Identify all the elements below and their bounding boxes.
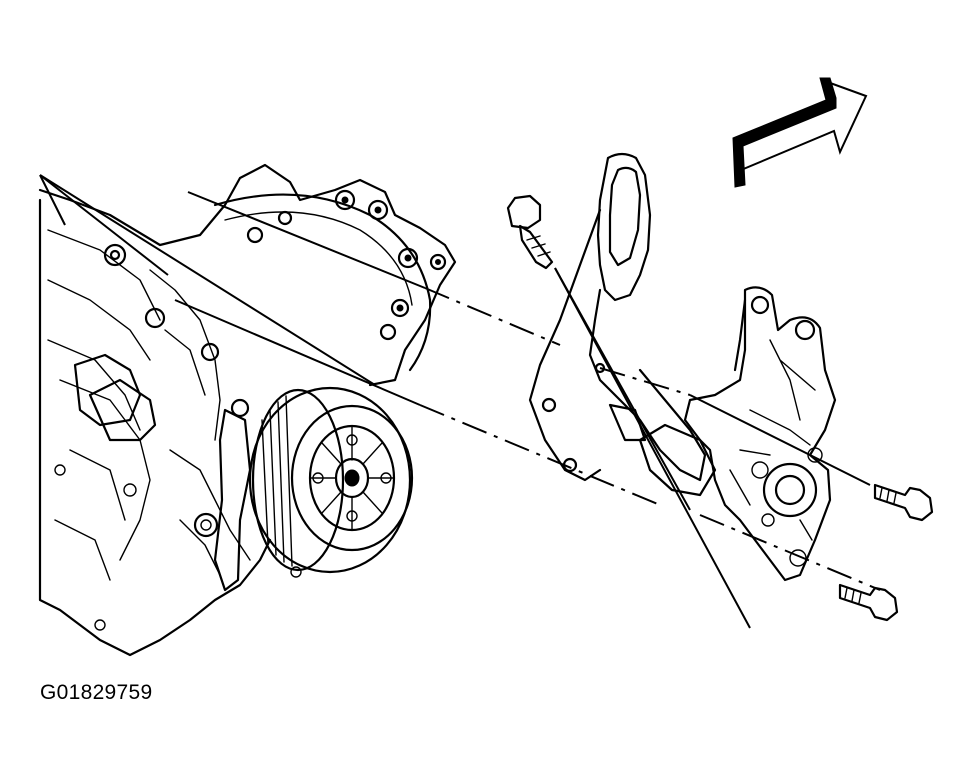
crankshaft-pulley [248, 386, 414, 574]
lower-bolt [838, 583, 899, 622]
direction-arrow-icon [732, 77, 868, 188]
leader-lines-left [39, 174, 376, 386]
long-bolt [506, 194, 751, 629]
alignment-lines [174, 191, 881, 591]
upper-bolt [873, 483, 934, 522]
accessory-bracket [608, 286, 837, 582]
figure-id-label: G01829759 [40, 681, 153, 704]
engine-block [38, 163, 457, 657]
cover-bolts [246, 189, 447, 341]
spacer-plate [528, 152, 707, 482]
